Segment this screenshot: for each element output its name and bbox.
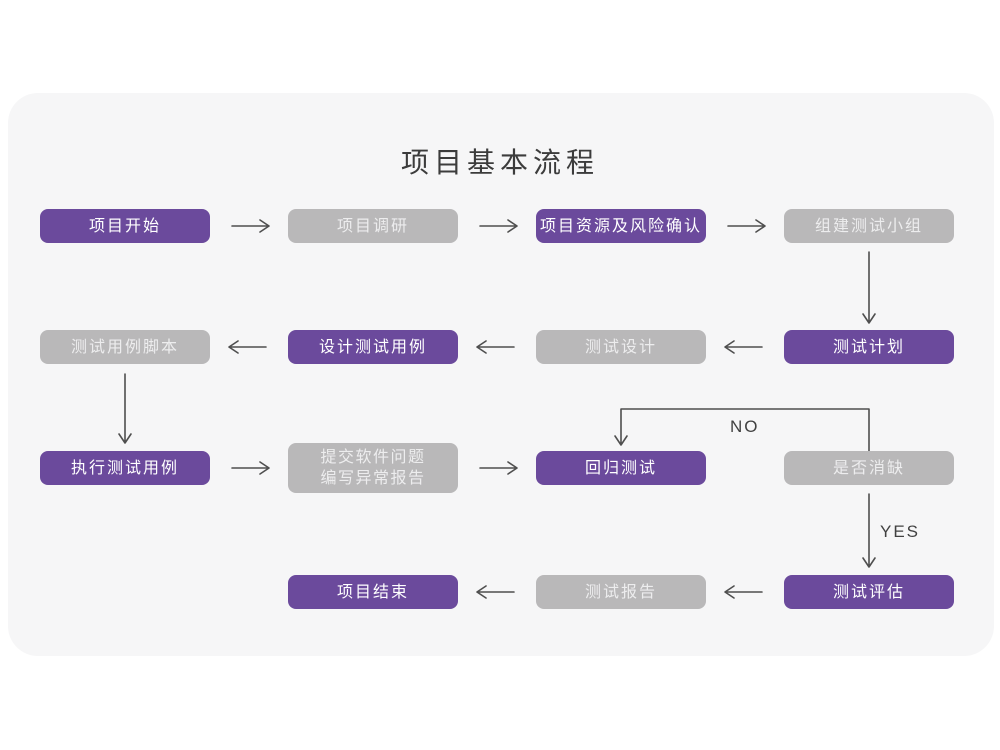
no-branch-label: NO <box>730 417 760 436</box>
node-defect-resolved: 是否消缺 <box>784 451 954 485</box>
node-resource-risk-confirm: 项目资源及风险确认 <box>536 209 706 243</box>
node-test-evaluation: 测试评估 <box>784 575 954 609</box>
node-project-research: 项目调研 <box>288 209 458 243</box>
page-title: 项目基本流程 <box>400 147 599 178</box>
node-project-start: 项目开始 <box>40 209 210 243</box>
node-execute-test-cases: 执行测试用例 <box>40 451 210 485</box>
node-submit-issues-line2: 编写异常报告 <box>320 470 426 487</box>
node-submit-issues-report: 提交软件问题 编写异常报告 <box>288 443 458 493</box>
node-test-design: 测试设计 <box>536 330 706 364</box>
node-submit-issues-line1: 提交软件问题 <box>320 449 426 466</box>
node-regression-test: 回归测试 <box>536 451 706 485</box>
node-project-end: 项目结束 <box>288 575 458 609</box>
node-test-report: 测试报告 <box>536 575 706 609</box>
flowchart-card <box>8 93 994 656</box>
node-build-test-team: 组建测试小组 <box>784 209 954 243</box>
yes-branch-label: YES <box>880 522 921 541</box>
node-design-test-cases: 设计测试用例 <box>288 330 458 364</box>
node-test-plan: 测试计划 <box>784 330 954 364</box>
node-test-case-script: 测试用例脚本 <box>40 330 210 364</box>
